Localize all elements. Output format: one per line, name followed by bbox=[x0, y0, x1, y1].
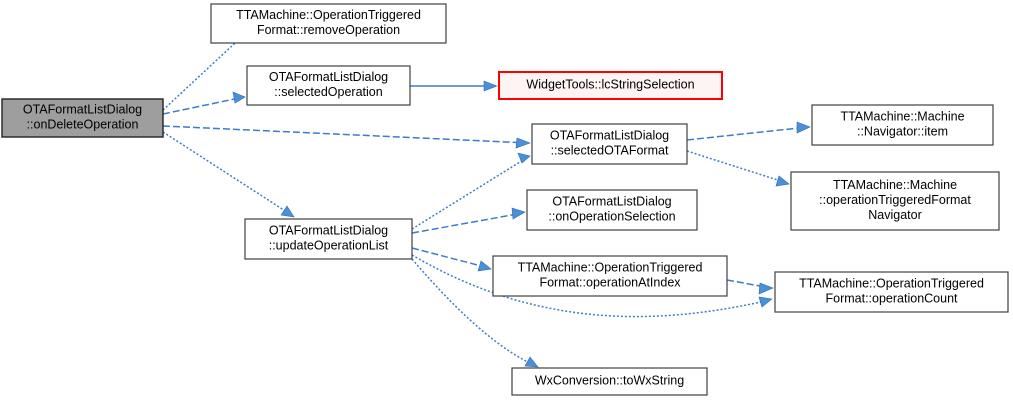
edge-line bbox=[411, 254, 771, 318]
edge-root-to-selectedOperation bbox=[162, 91, 246, 115]
graph-node-updateOperationList[interactable]: OTAFormatListDialog::updateOperationList bbox=[244, 218, 413, 260]
arrowhead-icon bbox=[232, 91, 246, 104]
graph-node-onOperationSelection[interactable]: OTAFormatListDialog::onOperationSelectio… bbox=[526, 189, 698, 231]
arrowhead-icon bbox=[515, 137, 531, 149]
edge-updateOperationList-to-onOperationSelection bbox=[411, 207, 526, 234]
node-label-line: WidgetTools::lcStringSelection bbox=[526, 78, 694, 92]
node-label: OTAFormatListDialog::selectedOTAFormat bbox=[550, 129, 669, 158]
node-label: WidgetTools::lcStringSelection bbox=[526, 78, 694, 92]
node-box[interactable] bbox=[498, 71, 723, 100]
edge-line bbox=[686, 150, 788, 184]
node-label-line: ::selectedOperation bbox=[274, 85, 382, 99]
node-box[interactable] bbox=[210, 3, 447, 44]
node-label-line: TTAMachine::Machine bbox=[833, 178, 957, 192]
node-box[interactable] bbox=[1, 98, 164, 138]
edge-root-to-updateOperationList bbox=[162, 131, 295, 218]
nodes-layer: OTAFormatListDialog::onDeleteOperationTT… bbox=[1, 3, 1009, 396]
edge-line bbox=[726, 279, 772, 289]
edge-updateOperationList-to-selectedOTAFormat bbox=[411, 152, 531, 230]
node-label-line: WxConversion::toWxString bbox=[535, 374, 684, 388]
graph-node-navigatorItem[interactable]: TTAMachine::Machine::Navigator::item bbox=[811, 104, 994, 146]
edge-root-to-selectedOTAFormat bbox=[162, 125, 531, 149]
node-box[interactable] bbox=[526, 189, 698, 231]
arrowhead-icon bbox=[775, 175, 790, 187]
node-label-line: ::onDeleteOperation bbox=[27, 118, 139, 132]
edge-line bbox=[162, 131, 294, 217]
node-label-line: OTAFormatListDialog bbox=[552, 195, 671, 209]
arrowhead-icon bbox=[758, 282, 774, 295]
node-box[interactable] bbox=[774, 271, 1009, 313]
graph-node-lcStringSelection[interactable]: WidgetTools::lcStringSelection bbox=[498, 71, 723, 100]
node-label-line: TTAMachine::OperationTriggered bbox=[518, 261, 703, 275]
node-label-line: TTAMachine::OperationTriggered bbox=[236, 8, 421, 22]
edge-line bbox=[686, 126, 809, 141]
node-box[interactable] bbox=[511, 367, 708, 396]
arrowhead-icon bbox=[517, 152, 531, 164]
node-box[interactable] bbox=[811, 104, 994, 146]
node-label: OTAFormatListDialog::onOperationSelectio… bbox=[548, 195, 675, 224]
edge-selectedOperation-to-lcStringSelection bbox=[410, 80, 498, 92]
node-label: TTAMachine::Machine::Navigator::item bbox=[840, 110, 964, 139]
arrowhead-icon bbox=[758, 296, 773, 308]
node-label-line: ::updateOperationList bbox=[269, 239, 389, 253]
node-label: OTAFormatListDialog::selectedOperation bbox=[269, 70, 388, 99]
node-label-line: OTAFormatListDialog bbox=[269, 70, 388, 84]
arrowhead-icon bbox=[524, 356, 539, 368]
node-label-line: ::operationTriggeredFormat bbox=[819, 193, 971, 207]
graph-node-root[interactable]: OTAFormatListDialog::onDeleteOperation bbox=[1, 98, 164, 138]
edge-line bbox=[162, 96, 245, 115]
node-label-line: Navigator bbox=[868, 208, 922, 222]
edge-selectedOTAFormat-to-navigatorItem bbox=[686, 121, 811, 141]
edge-line bbox=[411, 212, 524, 234]
edge-updateOperationList-to-toWxString bbox=[411, 258, 539, 368]
arrowhead-icon bbox=[280, 205, 295, 218]
arrowhead-icon bbox=[477, 260, 492, 272]
graph-node-selectedOTAFormat[interactable]: OTAFormatListDialog::selectedOTAFormat bbox=[531, 123, 688, 165]
node-label-line: OTAFormatListDialog bbox=[269, 224, 388, 238]
node-box[interactable] bbox=[531, 123, 688, 165]
node-label-line: ::onOperationSelection bbox=[548, 210, 675, 224]
node-box[interactable] bbox=[492, 255, 728, 297]
node-box[interactable] bbox=[790, 171, 1000, 231]
node-label-line: TTAMachine::Machine bbox=[840, 110, 964, 124]
arrowhead-icon bbox=[796, 121, 811, 134]
graph-node-otfNavigator[interactable]: TTAMachine::Machine::operationTriggeredF… bbox=[790, 171, 1000, 231]
node-box[interactable] bbox=[244, 218, 413, 260]
edge-operationAtIndex-to-operationCount bbox=[726, 279, 774, 295]
edge-line bbox=[411, 247, 490, 269]
node-label: OTAFormatListDialog::onDeleteOperation bbox=[23, 103, 142, 132]
edge-line bbox=[162, 30, 249, 111]
edges-layer bbox=[162, 29, 811, 368]
edge-updateOperationList-to-operationAtIndex bbox=[411, 247, 492, 272]
node-label-line: ::Navigator::item bbox=[857, 125, 948, 139]
edge-updateOperationList-to-operationCount bbox=[411, 254, 773, 318]
edge-line bbox=[411, 258, 537, 367]
node-label-line: OTAFormatListDialog bbox=[23, 103, 142, 117]
node-label: TTAMachine::Machine::operationTriggeredF… bbox=[819, 178, 971, 222]
graph-node-toWxString[interactable]: WxConversion::toWxString bbox=[511, 367, 708, 396]
node-label-line: ::selectedOTAFormat bbox=[551, 144, 669, 158]
edge-selectedOTAFormat-to-otfNavigator bbox=[686, 150, 790, 187]
node-box[interactable] bbox=[246, 65, 411, 106]
node-label: WxConversion::toWxString bbox=[535, 374, 684, 388]
node-label-line: Format::operationAtIndex bbox=[539, 276, 681, 290]
arrowhead-icon bbox=[511, 207, 526, 220]
arrowhead-icon bbox=[483, 80, 498, 92]
graph-node-selectedOperation[interactable]: OTAFormatListDialog::selectedOperation bbox=[246, 65, 411, 106]
node-label-line: TTAMachine::OperationTriggered bbox=[799, 277, 984, 291]
node-label: OTAFormatListDialog::updateOperationList bbox=[269, 224, 389, 253]
node-label-line: OTAFormatListDialog bbox=[550, 129, 669, 143]
edge-line bbox=[411, 156, 529, 230]
node-label-line: Format::removeOperation bbox=[257, 23, 400, 37]
node-label-line: Format::operationCount bbox=[825, 292, 958, 306]
edge-line bbox=[162, 125, 529, 144]
